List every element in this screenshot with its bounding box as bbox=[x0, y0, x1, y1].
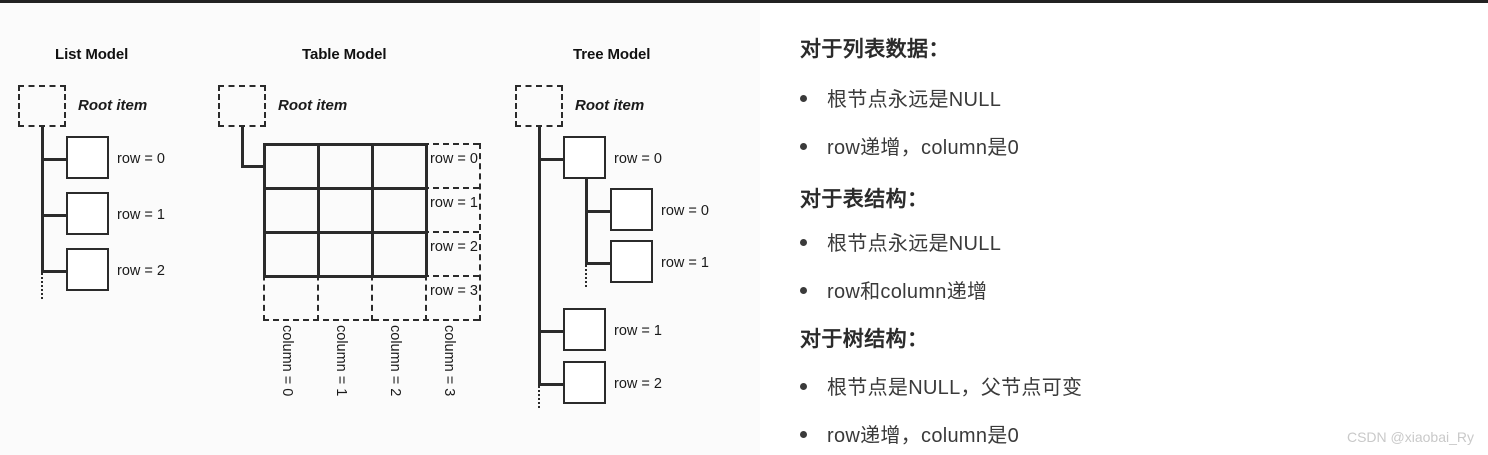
list-item-box-2 bbox=[66, 248, 109, 291]
tree-child-box-0 bbox=[610, 188, 653, 231]
table-root-elbow-horizontal bbox=[241, 165, 265, 168]
table-column-label-0: column = 0 bbox=[279, 325, 295, 397]
diagram-panel: List Model Root item row = 0 row = 1 row… bbox=[0, 3, 760, 455]
table-row-label-0: row = 0 bbox=[430, 151, 478, 167]
list-row-label-0: row = 0 bbox=[117, 151, 165, 167]
bullet-icon bbox=[800, 239, 807, 246]
list-item: row和column递增 bbox=[800, 275, 987, 304]
list-trunk-continuation bbox=[41, 273, 43, 299]
bullet-text: row递增，column是0 bbox=[827, 425, 1020, 447]
bullet-text: 根节点永远是NULL bbox=[827, 233, 1002, 255]
table-solid-vline-0 bbox=[263, 143, 266, 277]
table-column-label-2: column = 2 bbox=[387, 325, 403, 397]
table-root-label: Root item bbox=[278, 97, 348, 114]
watermark-label: CSDN @xiaobai_Ry bbox=[1346, 429, 1474, 445]
tree-root-label: Root item bbox=[575, 97, 645, 114]
table-row-label-2: row = 2 bbox=[430, 239, 478, 255]
list-root-label: Root item bbox=[78, 97, 148, 114]
table-solid-hline-1 bbox=[263, 187, 425, 190]
table-column-label-3-row: row = 3 bbox=[430, 283, 478, 299]
tree-connector-0 bbox=[538, 158, 565, 161]
tree-child-box-1 bbox=[610, 240, 653, 283]
table-column-label-3: column = 3 bbox=[441, 325, 457, 397]
section-heading-list: 对于列表数据： bbox=[800, 38, 950, 61]
table-root-box bbox=[218, 85, 266, 127]
tree-row-label-0: row = 0 bbox=[614, 151, 662, 167]
tree-subtrunk-line bbox=[585, 179, 588, 265]
tree-item-box-2 bbox=[563, 361, 606, 404]
list-row-label-1: row = 1 bbox=[117, 207, 165, 223]
list-connector-1 bbox=[41, 214, 68, 217]
list-item: 根节点永远是NULL bbox=[800, 227, 1001, 256]
tree-trunk-continuation bbox=[538, 386, 540, 408]
table-solid-vline-1 bbox=[317, 143, 320, 277]
tree-child-connector-0 bbox=[585, 210, 612, 213]
tree-connector-2 bbox=[538, 383, 565, 386]
tree-row-label-1: row = 1 bbox=[614, 323, 662, 339]
list-item: 根节点永远是NULL bbox=[800, 83, 1001, 112]
table-solid-hline-2 bbox=[263, 231, 425, 234]
tree-item-box-1 bbox=[563, 308, 606, 351]
tree-connector-1 bbox=[538, 330, 565, 333]
table-dash-vline-4 bbox=[479, 143, 481, 321]
bullet-text: row和column递增 bbox=[827, 281, 988, 303]
bullet-icon bbox=[800, 143, 807, 150]
bullet-icon bbox=[800, 383, 807, 390]
table-solid-vline-3 bbox=[425, 143, 428, 277]
list-item-box-1 bbox=[66, 192, 109, 235]
list-row-label-2: row = 2 bbox=[117, 263, 165, 279]
tree-row-label-2: row = 2 bbox=[614, 376, 662, 392]
table-root-elbow-vertical bbox=[241, 125, 244, 167]
tree-child-row-label-0: row = 0 bbox=[661, 203, 709, 219]
section-heading-table: 对于表结构： bbox=[800, 188, 929, 211]
list-model-title: List Model bbox=[55, 46, 129, 63]
list-item: row递增，column是0 bbox=[800, 419, 1019, 448]
tree-child-row-label-1: row = 1 bbox=[661, 255, 709, 271]
tree-subtrunk-continuation bbox=[585, 265, 587, 287]
tree-child-connector-1 bbox=[585, 262, 612, 265]
table-solid-hline-3 bbox=[263, 275, 425, 278]
tree-root-box bbox=[515, 85, 563, 127]
table-model-title: Table Model bbox=[302, 46, 387, 63]
tree-model-title: Tree Model bbox=[573, 46, 651, 63]
bullet-icon bbox=[800, 95, 807, 102]
bullet-text: 根节点永远是NULL bbox=[827, 89, 1002, 111]
table-solid-vline-2 bbox=[371, 143, 374, 277]
list-item: row递增，column是0 bbox=[800, 131, 1019, 160]
notes-panel: 对于列表数据： 根节点永远是NULL row递增，column是0 对于表结构：… bbox=[760, 3, 1488, 455]
table-solid-hline-0 bbox=[263, 143, 425, 146]
table-row-label-1: row = 1 bbox=[430, 195, 478, 211]
list-item-box-0 bbox=[66, 136, 109, 179]
list-connector-0 bbox=[41, 158, 68, 161]
top-divider-rule bbox=[0, 0, 1488, 3]
section-heading-tree: 对于树结构： bbox=[800, 328, 929, 351]
bullet-icon bbox=[800, 431, 807, 438]
tree-trunk-line bbox=[538, 125, 541, 386]
list-connector-2 bbox=[41, 270, 68, 273]
tree-item-box-0 bbox=[563, 136, 606, 179]
bullet-text: 根节点是NULL，父节点可变 bbox=[827, 377, 1083, 399]
list-root-box bbox=[18, 85, 66, 127]
bullet-icon bbox=[800, 287, 807, 294]
bullet-text: row递增，column是0 bbox=[827, 137, 1020, 159]
table-column-label-1: column = 1 bbox=[333, 325, 349, 397]
list-trunk-line bbox=[41, 125, 44, 273]
list-item: 根节点是NULL，父节点可变 bbox=[800, 371, 1082, 400]
